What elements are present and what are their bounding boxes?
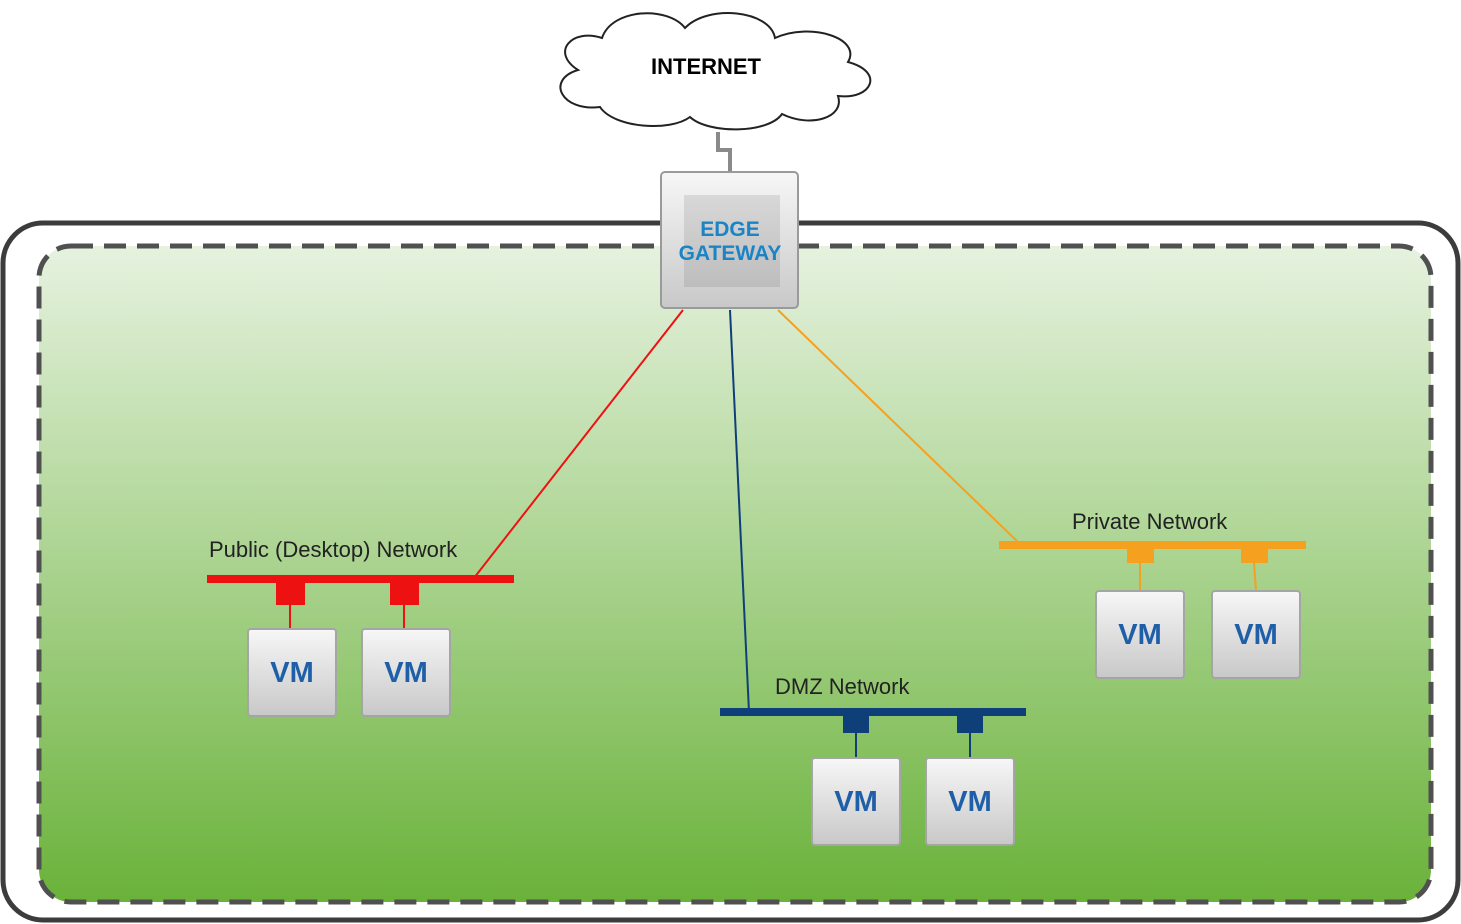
gateway-label-line2: GATEWAY [679,242,782,265]
vm-node: VM [811,757,901,846]
network-private: Private Network VM VM [999,509,1306,679]
bus-public [207,575,514,583]
network-label-public: Public (Desktop) Network [209,537,458,562]
drop-private-2 [1253,562,1257,592]
port-private-1 [1127,549,1154,563]
link-private [777,309,1022,546]
internet-cloud: INTERNET [559,12,872,131]
vm-label: VM [834,786,878,818]
bus-dmz [720,708,1026,716]
port-private-2 [1241,549,1268,563]
port-dmz-2 [957,716,983,733]
vm-node: VM [361,628,451,717]
link-public [473,309,684,579]
internet-label: INTERNET [651,54,762,79]
port-public-1 [276,583,305,605]
vm-node: VM [1095,590,1185,679]
network-label-dmz: DMZ Network [775,674,910,699]
network-dmz: DMZ Network VM VM [720,674,1026,846]
bus-private [999,541,1306,549]
port-public-2 [390,583,419,605]
gateway-inner [684,195,780,287]
vm-label: VM [1118,619,1162,651]
vm-node: VM [925,757,1015,846]
vm-node: VM [247,628,337,717]
port-dmz-1 [843,716,869,733]
vm-label: VM [384,657,428,689]
gateway-label-line1: EDGE [700,218,760,241]
cloud-icon [559,12,872,131]
vm-label: VM [270,657,314,689]
edge-gateway: EDGE GATEWAY [660,171,799,309]
uplink-cable [716,132,732,172]
vm-node: VM [1211,590,1301,679]
vm-label: VM [1234,619,1278,651]
network-label-private: Private Network [1072,509,1228,534]
vm-label: VM [948,786,992,818]
link-dmz [729,309,750,713]
network-public: Public (Desktop) Network VM VM [207,537,514,717]
green-zone [36,243,1434,905]
